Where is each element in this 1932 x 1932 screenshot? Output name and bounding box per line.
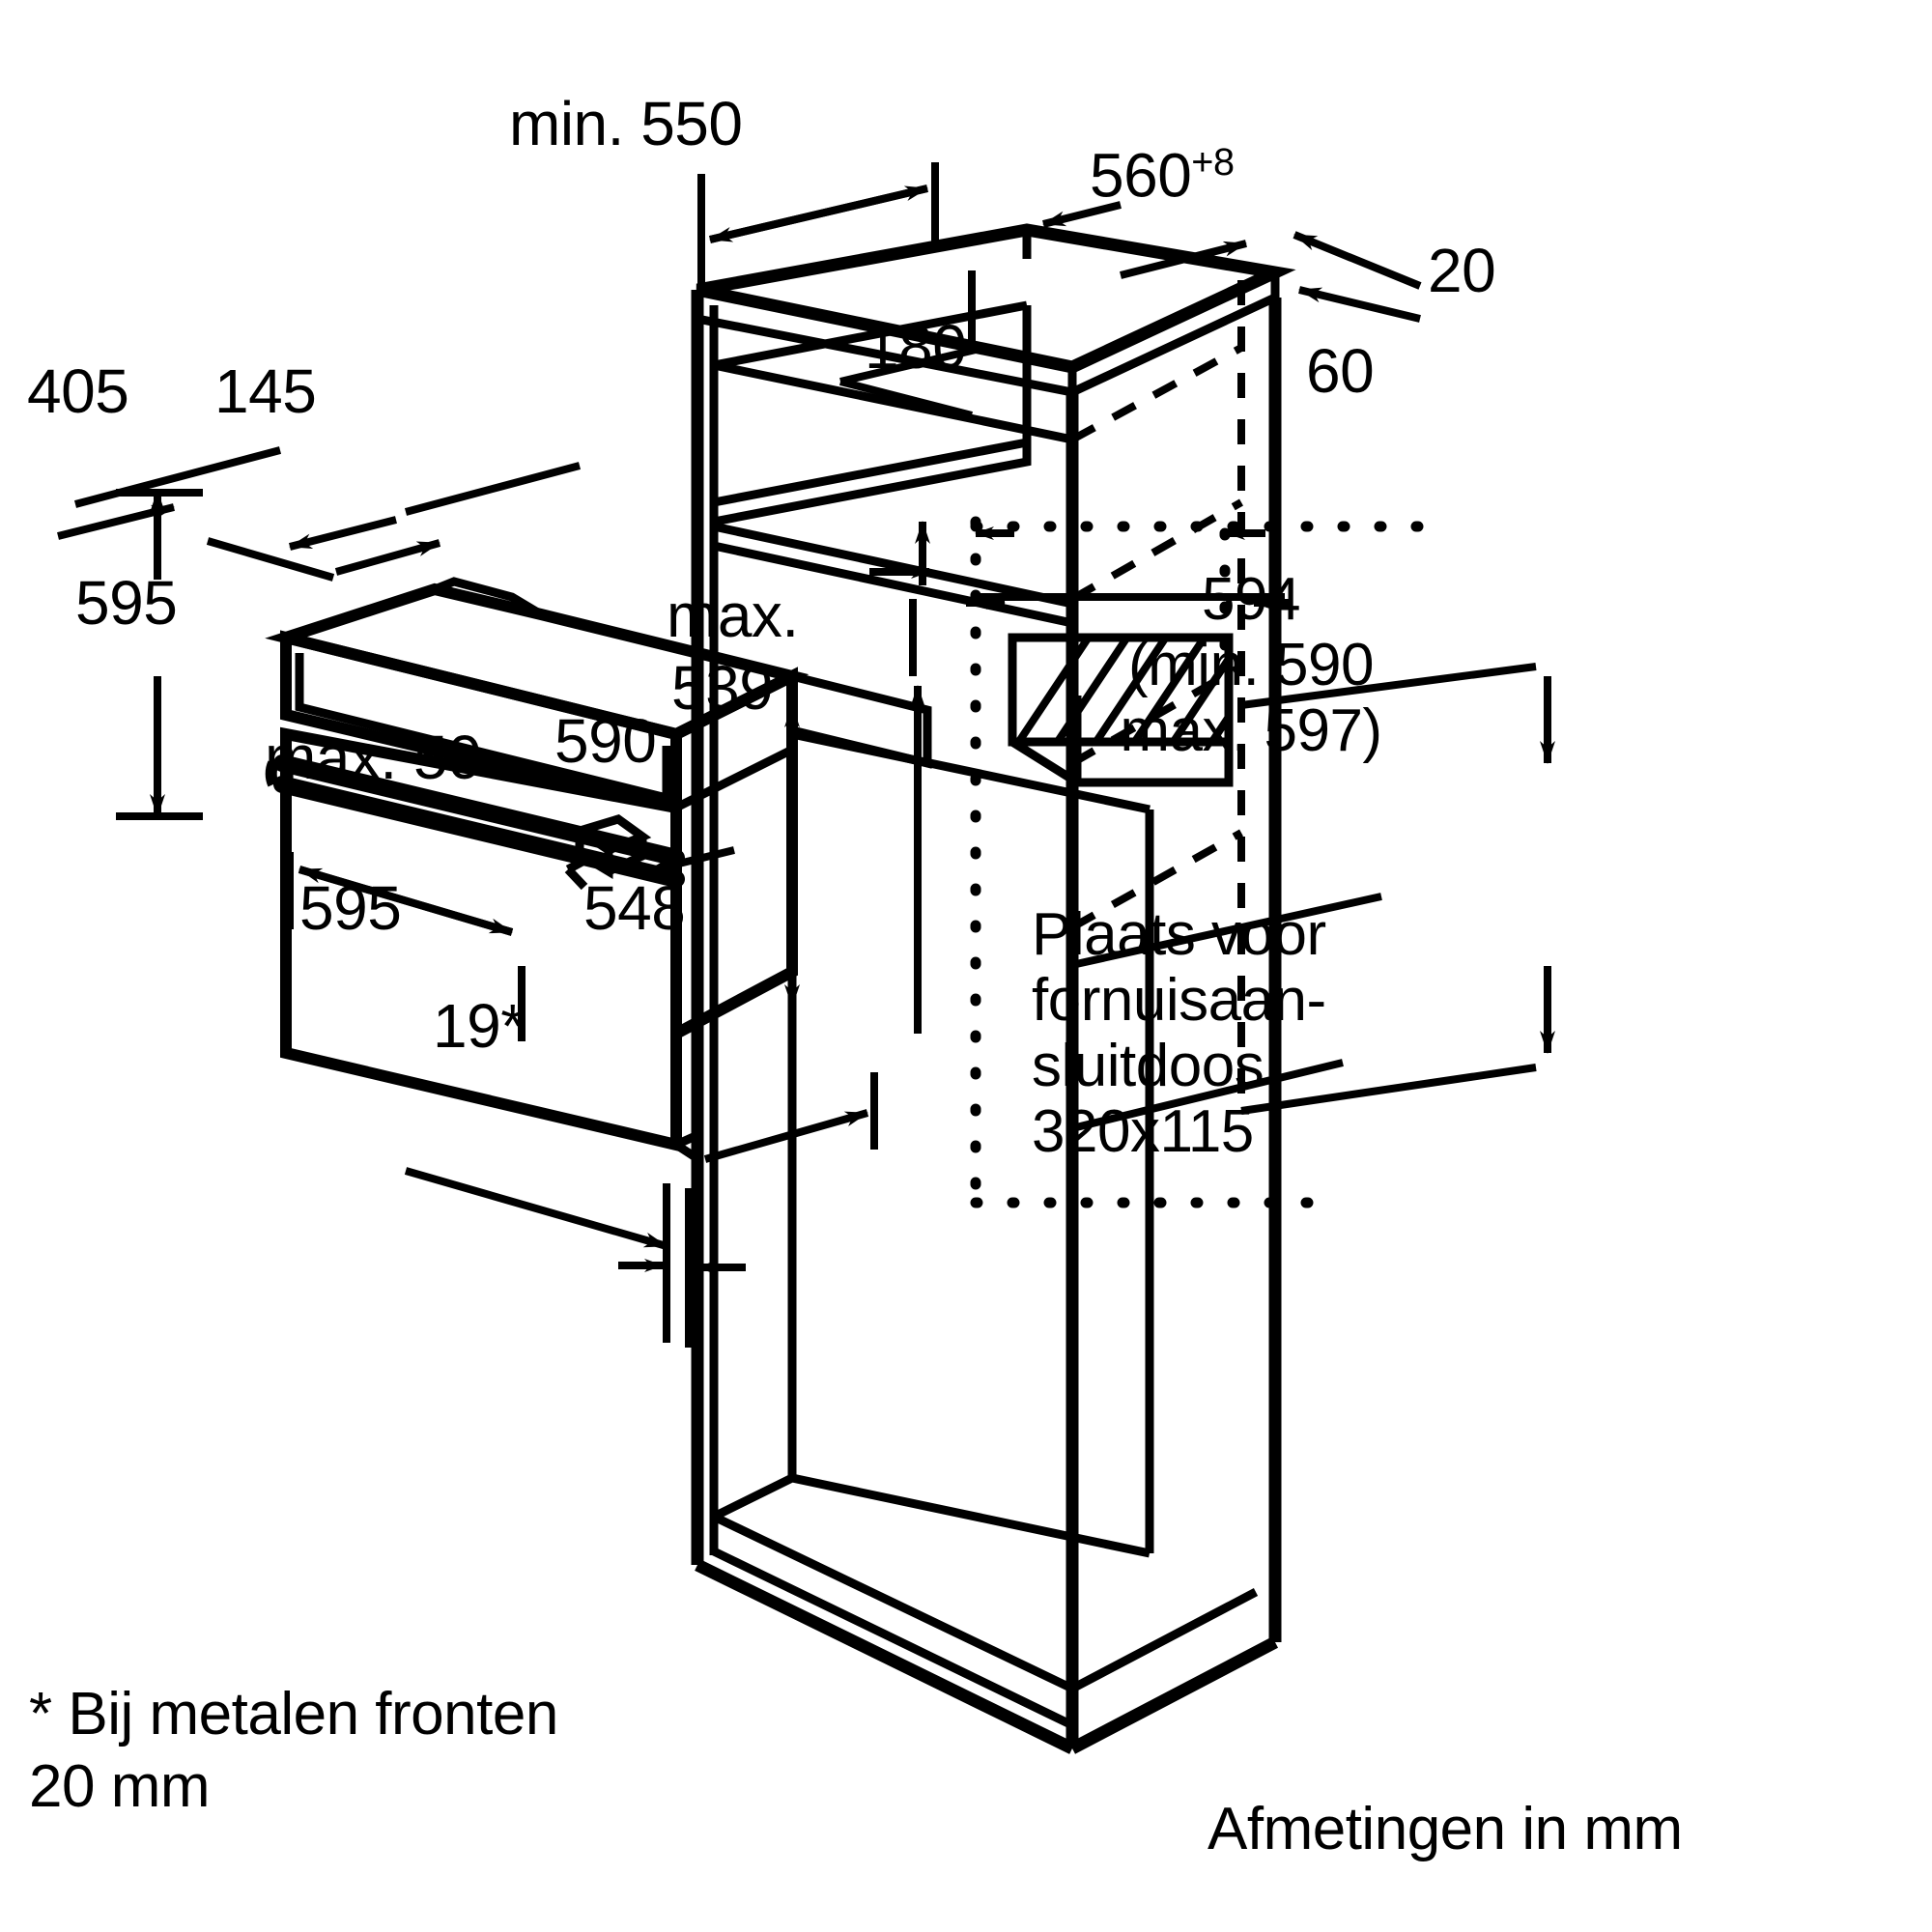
socket-note-line-4: 320x115 bbox=[1032, 1098, 1254, 1165]
socket-note-line-3: sluitdoos bbox=[1032, 1033, 1264, 1099]
cabinet-niche-outline bbox=[691, 223, 1296, 1754]
dimension-label-560-plus-8: 560+8 bbox=[1090, 143, 1235, 208]
socket-box-hatched bbox=[1008, 633, 1234, 787]
dimension-label-405: 405 bbox=[27, 356, 129, 426]
dimension-label-595-width: 595 bbox=[299, 873, 402, 943]
dimension-label-548: 548 bbox=[583, 873, 686, 943]
dimension-label-min-550: min. 550 bbox=[509, 89, 743, 158]
dimension-label-max: max. bbox=[667, 581, 799, 650]
dimension-label-niche-height-594: 594 bbox=[1202, 566, 1300, 633]
dimension-label-niche-max-597: max. 597) bbox=[1120, 697, 1382, 764]
dimension-label-180: 180 bbox=[865, 312, 967, 382]
units-note: Afmetingen in mm bbox=[1208, 1796, 1683, 1862]
socket-zone-dotted-leader bbox=[970, 516, 1445, 1208]
dimension-label-60: 60 bbox=[1306, 336, 1375, 406]
oven-appliance bbox=[265, 577, 932, 1163]
dimension-label-590: 590 bbox=[554, 706, 657, 776]
dimension-value-560: 560 bbox=[1090, 140, 1192, 211]
dimension-label-595-height: 595 bbox=[75, 568, 178, 638]
dimension-label-539: 539 bbox=[671, 653, 774, 723]
dimension-label-20: 20 bbox=[1428, 236, 1496, 305]
footnote-line-2: 20 mm bbox=[29, 1753, 210, 1820]
dimension-label-145: 145 bbox=[214, 356, 317, 426]
dimension-lines bbox=[57, 162, 1555, 1348]
dimension-label-niche-min-590: (min. 590 bbox=[1128, 632, 1374, 698]
dimension-label-max-50: max. 50 bbox=[265, 723, 482, 792]
dimension-label-19-star: 19* bbox=[433, 991, 525, 1061]
dimension-tolerance-plus-8: +8 bbox=[1191, 141, 1235, 184]
footnote-line-1: * Bij metalen fronten bbox=[29, 1681, 558, 1747]
socket-note-line-1: Plaats voor bbox=[1032, 901, 1326, 968]
socket-note-line-2: fornuisaan- bbox=[1032, 967, 1326, 1034]
